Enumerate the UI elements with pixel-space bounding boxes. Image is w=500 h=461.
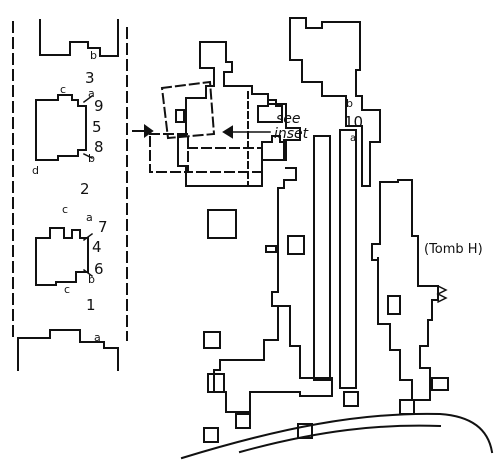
inset-label-b-top: b [90,49,97,62]
inset-label-b-upper: b [88,152,95,165]
small-projection [265,245,277,253]
tomb-h-broken-edge [436,284,448,304]
inset-panel [12,19,128,371]
inset-label-1: 1 [86,296,96,314]
inset-label-7: 7 [98,218,108,236]
inset-label-4: 4 [92,238,102,256]
eastern-long-hall [339,129,357,389]
inset-leader-a-upper [82,94,94,104]
inset-bottom-building [17,329,119,371]
plan-small-shrine-upper [257,99,283,123]
main-label-b: b [346,97,353,110]
see-inset-arrowhead [222,125,233,139]
inset-label-a-top: a [88,87,95,100]
road-square-2 [235,413,251,429]
inset-label-d: d [32,164,39,177]
inset-leader-b-upper [82,152,94,160]
inset-label-a-mid: a [86,211,93,224]
isolated-square-large [207,209,237,239]
isolated-square-mid [287,235,305,255]
inset-upper-shrine [35,94,87,161]
road-square-1 [203,427,219,443]
inset-top-building [39,19,119,57]
northeast-structure-10 [289,17,381,187]
inset-label-c-mid: c [62,203,69,216]
inset-label-6: 6 [94,260,104,278]
road-square-5 [399,399,415,415]
central-long-hall [313,135,331,381]
dashed-earlier-corridor [187,147,263,173]
tomb-h-complex [371,179,439,401]
road-square-4 [343,391,359,407]
isolated-square-west [207,373,225,393]
main-plan [149,17,494,460]
inset-label-3: 3 [85,69,95,87]
road-inner-edge [238,424,442,454]
plan-tiny-chamber [175,109,185,123]
inset-leader-a-lower [82,232,94,242]
inset-label-5: 5 [92,118,102,136]
road-square-3 [297,423,313,439]
inset-label-9: 9 [94,97,104,115]
plan-small-shrine-lower [261,135,287,161]
dashed-earlier-structure [160,80,216,140]
main-label-10: 10 [344,113,364,131]
tomb-h-outlier [431,377,449,391]
inset-lower-shrine [35,227,89,286]
inset-label-a-bottom: a [94,331,101,344]
inset-label: inset [274,126,309,142]
tomb-h-chamber [387,295,401,315]
inset-label-c-lower: c [64,283,71,296]
inset-pointer-arrowhead [144,124,154,138]
western-long-block [213,167,333,413]
see-label: see [276,111,301,127]
inset-label-2: 2 [80,180,90,198]
road-outer-edge [180,412,494,460]
inset-label-c-upper: c [60,83,67,96]
main-label-a: a [350,133,357,144]
inset-label-b-lower: b [88,273,95,286]
inset-leader-b-lower [82,268,94,278]
upper-central-complex [177,41,301,187]
isolated-square-small [203,331,221,349]
inset-label-8: 8 [94,138,104,156]
tomb-h-label: (Tomb H) [424,242,483,257]
